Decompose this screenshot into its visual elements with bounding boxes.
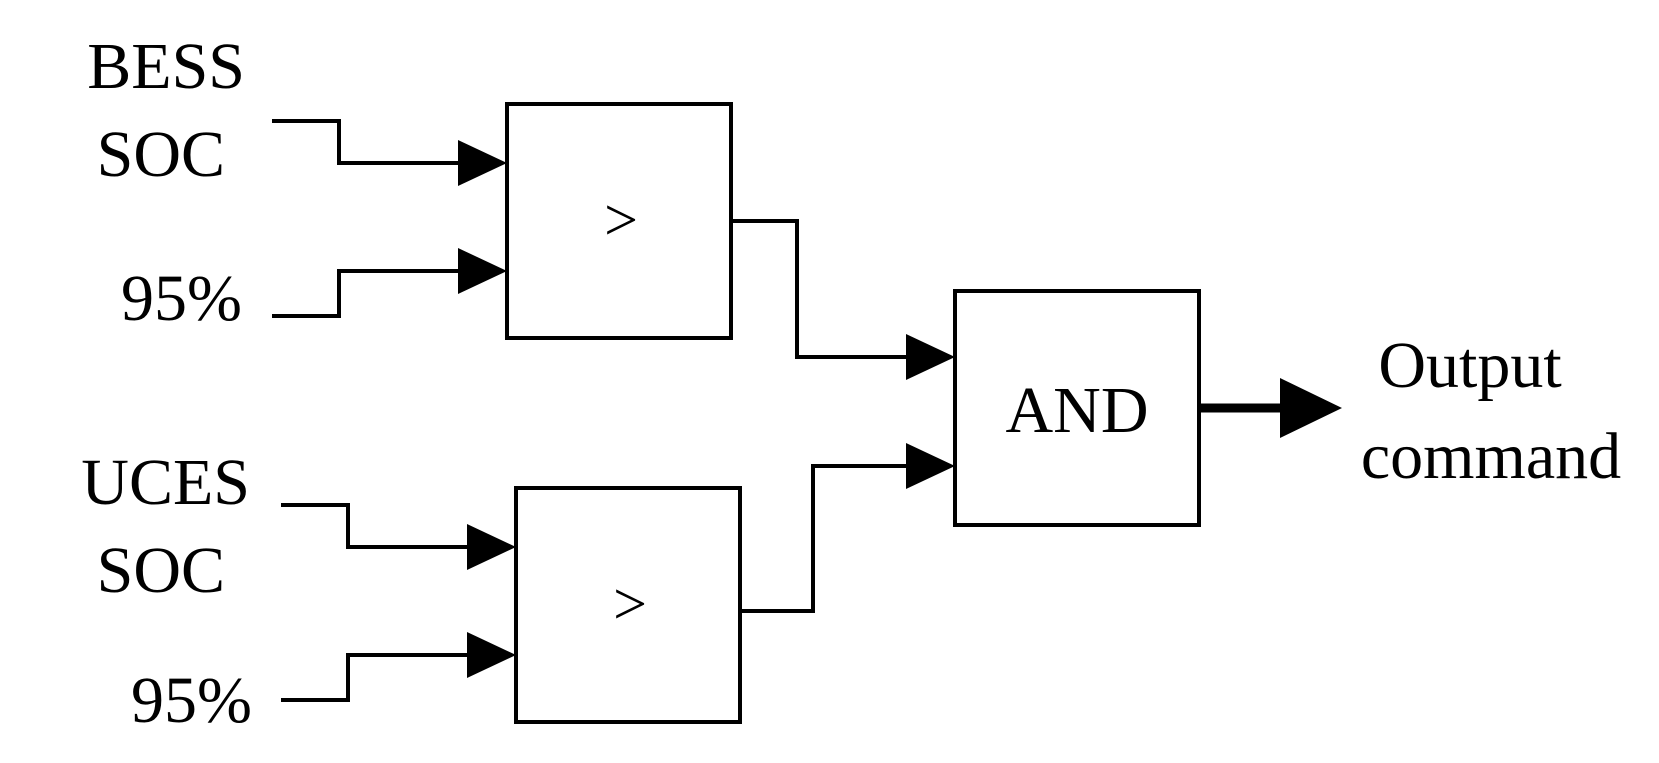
comparator-bottom-block [514, 486, 742, 724]
arrow-output [1280, 378, 1342, 438]
and-gate-block [953, 289, 1201, 527]
comparator-top-block [505, 102, 733, 340]
wire-uces-threshold [281, 653, 471, 702]
arrow-bess-threshold [458, 248, 507, 294]
bess-threshold-label: 95% [121, 262, 242, 335]
wire-comparator-top-to-and [731, 219, 910, 359]
arrow-and-input-top [906, 334, 955, 380]
wire-comparator-bottom-to-and [740, 464, 910, 613]
uces-label-line1: UCES [81, 446, 250, 519]
wire-uces-soc [281, 503, 471, 549]
arrow-bess-soc [458, 140, 507, 186]
bess-label-line2: SOC [97, 118, 225, 191]
output-label-line2: command [1361, 420, 1621, 493]
output-label-line1: Output [1378, 329, 1561, 402]
and-gate-label: AND [1006, 374, 1149, 447]
arrow-uces-threshold [467, 632, 516, 678]
uces-label-line2: SOC [97, 534, 225, 607]
comparator-top-symbol: > [604, 187, 638, 253]
uces-threshold-label: 95% [131, 664, 252, 737]
wire-bess-threshold [272, 269, 462, 318]
bess-label-line1: BESS [87, 30, 245, 103]
arrow-and-input-bottom [906, 443, 955, 489]
wire-bess-soc [272, 119, 462, 165]
comparator-bottom-symbol: > [613, 571, 647, 637]
arrow-uces-soc [467, 524, 516, 570]
